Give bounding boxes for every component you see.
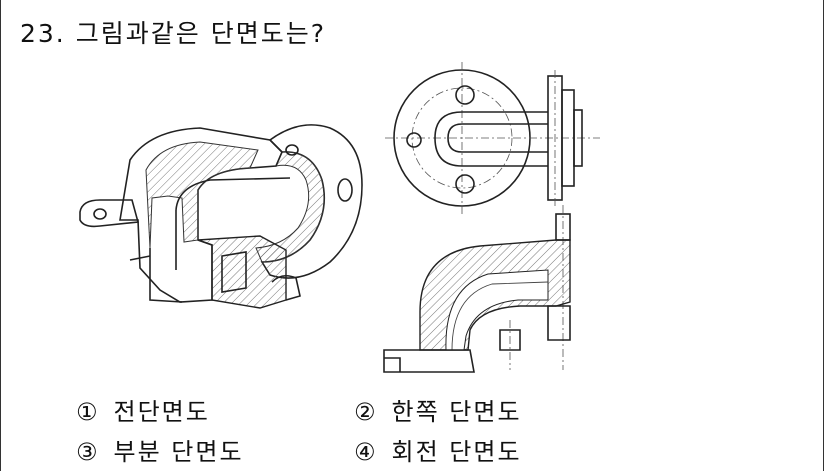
choice-3-mark: ③: [76, 438, 100, 466]
question-header: 23. 그림과같은 단면도는?: [20, 14, 326, 50]
sectional-view-drawing: [383, 205, 571, 373]
choice-3[interactable]: ③ 부분 단면도: [76, 432, 244, 467]
choice-2-mark: ②: [354, 398, 378, 426]
choice-4[interactable]: ④ 회전 단면도: [354, 432, 522, 467]
question-number: 23.: [20, 19, 66, 48]
choice-3-text: 부분 단면도: [113, 438, 244, 466]
section-view-figure: [79, 62, 600, 373]
front-view-drawing: [385, 62, 600, 214]
choice-1-mark: ①: [76, 398, 100, 426]
choice-2[interactable]: ② 한쪽 단면도: [354, 392, 522, 427]
choice-1[interactable]: ① 전단면도: [76, 392, 210, 427]
choice-2-text: 한쪽 단면도: [391, 398, 522, 426]
choice-1-text: 전단면도: [113, 398, 210, 426]
isometric-section-drawing: [79, 124, 363, 309]
choice-4-text: 회전 단면도: [391, 438, 522, 466]
choice-4-mark: ④: [354, 438, 378, 466]
question-text: 그림과같은 단면도는?: [75, 19, 326, 48]
